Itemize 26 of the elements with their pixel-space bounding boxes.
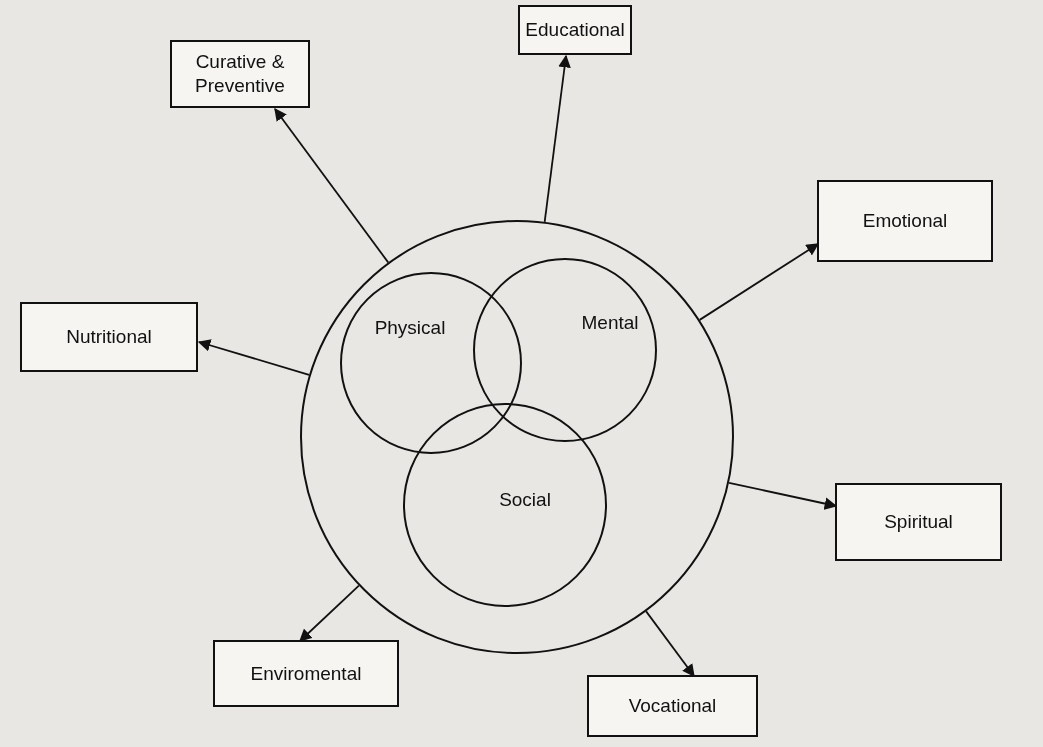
category-box (817, 180, 993, 262)
venn-circle (473, 258, 657, 442)
arrow (197, 339, 310, 376)
box-label: Spiritual (884, 510, 953, 534)
circle-label: Social (499, 489, 551, 511)
venn-circle (340, 272, 522, 454)
circle-label: Mental (581, 312, 639, 334)
box-label: Vocational (628, 694, 717, 718)
category-box (835, 483, 1002, 561)
box-label: Nutritional (66, 325, 152, 349)
box-label: Enviromental (250, 661, 362, 686)
category-box (20, 302, 198, 372)
circle-label: Physical (374, 317, 446, 339)
category-box (213, 640, 399, 707)
category-box (170, 40, 310, 108)
arrow (645, 610, 695, 677)
category-box (587, 675, 758, 737)
arrow (274, 108, 390, 264)
box-label: Curative & Preventive (194, 50, 286, 98)
outer-circle (300, 220, 734, 654)
arrow (543, 54, 571, 223)
arrow (299, 584, 360, 642)
box-label: Educational (525, 18, 625, 42)
box-label: Emotional (862, 209, 948, 233)
category-box (518, 5, 632, 55)
venn-circle (403, 403, 607, 607)
